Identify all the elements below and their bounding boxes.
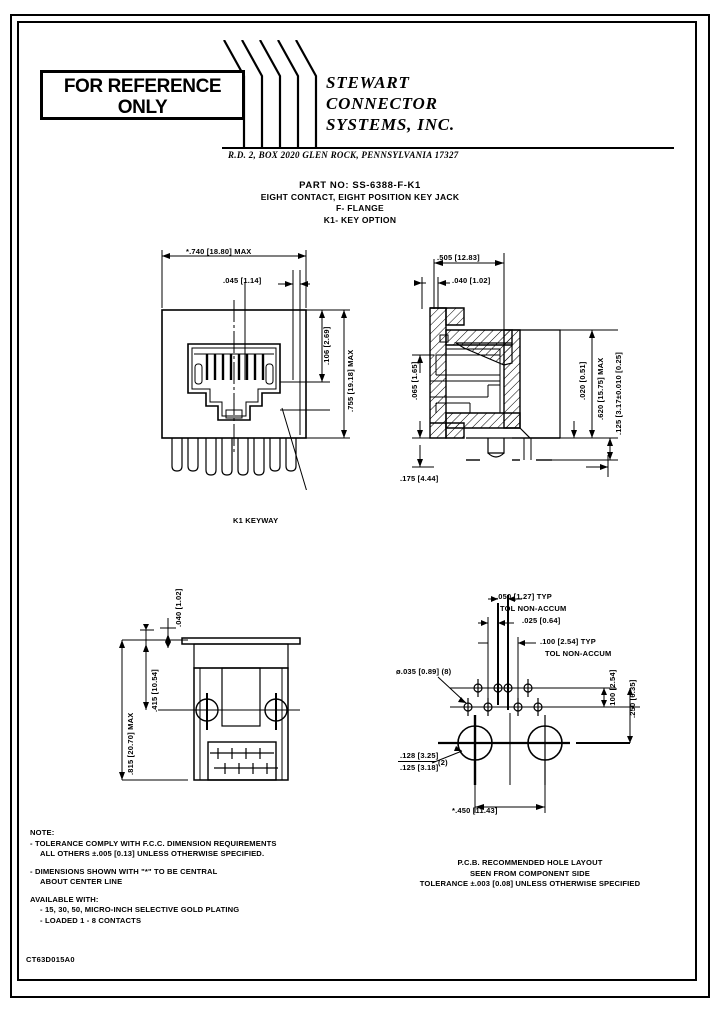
stamp-line-1: FOR REFERENCE bbox=[63, 76, 222, 97]
page-border-outer bbox=[10, 14, 710, 998]
page-border-inner bbox=[17, 21, 697, 981]
notes-heading: NOTE: bbox=[30, 828, 55, 837]
dim-pcb-mount-hole-qty: (2) bbox=[438, 758, 448, 767]
dim-pcb-row-offset: .025 [0.64] bbox=[522, 616, 561, 625]
dim-front-wall: .045 [1.14] bbox=[223, 276, 262, 285]
note-2-line-1: - DIMENSIONS SHOWN WITH "*" TO BE CENTRA… bbox=[30, 866, 218, 876]
part-description: EIGHT CONTACT, EIGHT POSITION KEY JACK bbox=[260, 191, 460, 202]
dim-pcb-row-pitch: .100 [2.54] TYP bbox=[540, 637, 596, 646]
dim-side-body-height: .620 [15.75] MAX bbox=[596, 357, 605, 420]
dim-pcb-row-pitch-note: TOL NON-ACCUM bbox=[545, 649, 612, 658]
dim-pcb-mount-hole-spacing: *.450 [11.43] bbox=[452, 806, 498, 815]
dim-front-latch-height: .106 [2.69] bbox=[322, 326, 331, 365]
available-with-heading: AVAILABLE WITH: bbox=[30, 894, 99, 904]
dim-pcb-vert-250: .250 [6.35] bbox=[628, 679, 637, 718]
pcb-layout-caption: P.C.B. RECOMMENDED HOLE LAYOUT SEEN FROM… bbox=[380, 858, 680, 890]
dim-pcb-hole-dia-small: ø.035 [0.89] (8) bbox=[396, 667, 452, 676]
company-name-line-3: SYSTEMS, INC. bbox=[326, 115, 455, 134]
notes-block: NOTE: - TOLERANCE COMPLY WITH F.C.C. DIM… bbox=[30, 828, 277, 926]
dim-pcb-vert-100: .100 [2.54] bbox=[608, 669, 617, 708]
dim-pcb-mount-hole-dia-lower: .125 [3.18] bbox=[400, 763, 439, 772]
pcb-caption-line-2: SEEN FROM COMPONENT SIDE bbox=[469, 868, 591, 878]
note-1-line-2: ALL OTHERS ±.005 [0.13] UNLESS OTHERWISE… bbox=[40, 849, 265, 858]
dim-side-pin-length: .125 [3.17±0.010 [0.25] bbox=[614, 352, 623, 435]
dim-side-flange-depth: .505 [12.83] bbox=[437, 253, 480, 262]
dim-side-opening-height: .065 [1.65] bbox=[410, 361, 419, 400]
part-option-flange: F- FLANGE bbox=[335, 203, 385, 213]
available-item-1: - 15, 30, 50, MICRO-INCH SELECTIVE GOLD … bbox=[40, 905, 240, 914]
note-2-line-2: ABOUT CENTER LINE bbox=[40, 877, 123, 886]
dim-side-flange-thickness: .040 [1.02] bbox=[452, 276, 491, 285]
dim-pcb-contact-pitch: .050 [1.27] TYP bbox=[496, 592, 552, 601]
dim-bottom-flange-thickness: .040 [1.02] bbox=[174, 588, 183, 627]
header-rule bbox=[222, 147, 674, 149]
company-address: R.D. 2, BOX 2020 GLEN ROCK, PENNSYLVANIA… bbox=[228, 150, 459, 160]
dim-front-width: *.740 [18.80] MAX bbox=[186, 247, 252, 256]
for-reference-only-stamp: FOR REFERENCE ONLY bbox=[40, 70, 245, 120]
dim-front-body-height: .755 [19.18] MAX bbox=[346, 349, 355, 412]
part-number: PART NO: SS-6388-F-K1 bbox=[299, 180, 421, 191]
stamp-line-2: ONLY bbox=[117, 97, 168, 118]
drawing-number: CT63D015A0 bbox=[26, 955, 75, 964]
dim-bottom-mid-height: .415 [10.54] bbox=[150, 669, 159, 712]
available-item-2: - LOADED 1 - 8 CONTACTS bbox=[40, 915, 142, 925]
notes-spacer-2 bbox=[30, 888, 277, 895]
company-name-line-1: STEWART bbox=[326, 73, 410, 92]
note-1-line-1: - TOLERANCE COMPLY WITH F.C.C. DIMENSION… bbox=[30, 838, 277, 848]
label-k1-keyway: K1 KEYWAY bbox=[233, 516, 279, 525]
dim-pcb-contact-pitch-note: TOL NON-ACCUM bbox=[500, 604, 567, 613]
part-option-key: K1- KEY OPTION bbox=[323, 214, 397, 225]
notes-spacer-1 bbox=[30, 860, 277, 867]
part-title-block: PART NO: SS-6388-F-K1 EIGHT CONTACT, EIG… bbox=[0, 180, 720, 226]
pcb-caption-line-3: TOLERANCE ±.003 [0.08] UNLESS OTHERWISE … bbox=[419, 879, 641, 888]
company-name: STEWART CONNECTOR SYSTEMS, INC. bbox=[326, 72, 455, 135]
dim-side-pin-offset: .175 [4.44] bbox=[400, 474, 439, 483]
dim-side-standoff: .020 [0.51] bbox=[578, 361, 587, 400]
pcb-caption-line-1: P.C.B. RECOMMENDED HOLE LAYOUT bbox=[457, 858, 603, 867]
company-name-line-2: CONNECTOR bbox=[326, 94, 438, 113]
dim-pcb-mount-hole-dia-upper: .128 [3.25] bbox=[400, 751, 439, 760]
mount-hole-tolerance-rule bbox=[398, 761, 436, 762]
dim-bottom-overall-height: .815 [20.70] MAX bbox=[126, 712, 135, 775]
